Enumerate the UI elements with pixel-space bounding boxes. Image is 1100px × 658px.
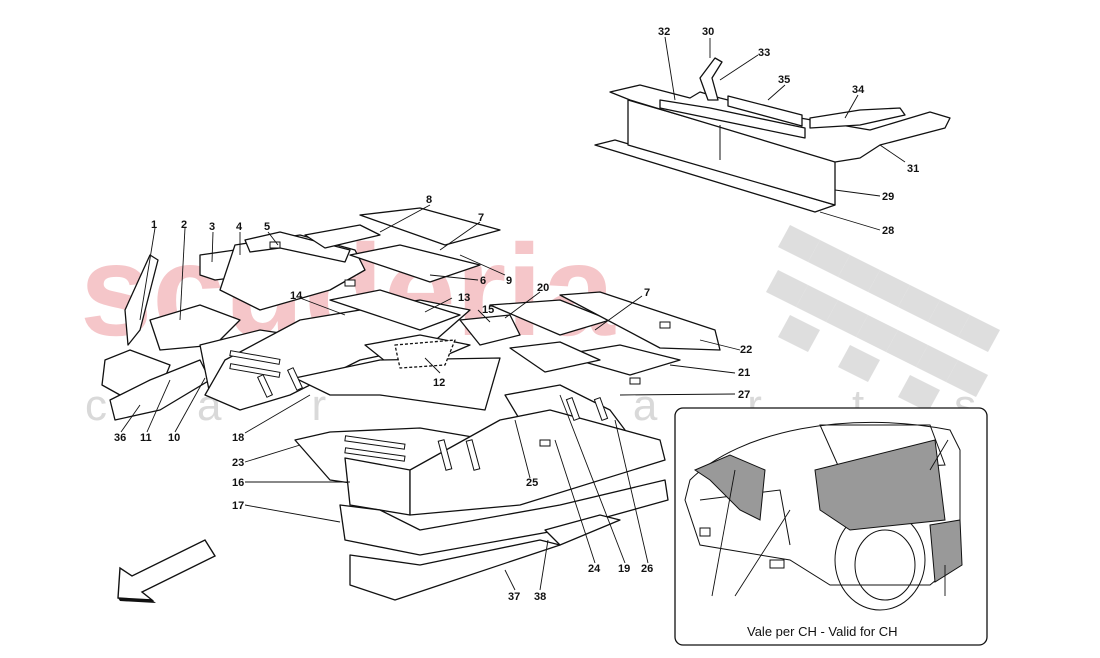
part-13 <box>329 289 461 331</box>
part-33 <box>699 57 723 101</box>
part-6 <box>349 244 481 283</box>
callout-15: 15 <box>482 304 494 316</box>
callout-31: 31 <box>907 163 919 175</box>
callout-18: 18 <box>232 432 244 444</box>
callout-13: 13 <box>458 292 470 304</box>
callout-7: 7 <box>478 212 484 224</box>
callout-27: 27 <box>738 389 750 401</box>
callout-23: 23 <box>232 457 244 469</box>
callout-22: 22 <box>740 344 752 356</box>
checkered-flag-icon <box>766 225 1000 412</box>
part-1 <box>124 254 159 346</box>
callout-32: 32 <box>658 26 670 38</box>
callout-10: 10 <box>168 432 180 444</box>
direction-arrow-icon <box>117 539 217 603</box>
callout-36: 36 <box>114 432 126 444</box>
callout-4: 4 <box>236 221 243 233</box>
callout-17: 17 <box>232 500 244 512</box>
part-17 <box>339 479 669 556</box>
callout-3: 3 <box>209 221 215 233</box>
callout-26: 26 <box>641 563 653 575</box>
floor-insulation-assembly <box>101 207 721 601</box>
vent-slots <box>229 241 671 471</box>
callout-14: 14 <box>290 290 303 302</box>
part-8 <box>304 224 381 249</box>
part-22 <box>559 291 721 351</box>
part-35 <box>727 95 803 127</box>
rear-bulkhead-assembly <box>594 57 951 213</box>
callout-37: 37 <box>508 591 520 603</box>
callout-38: 38 <box>534 591 546 603</box>
callout-12: 12 <box>433 377 445 389</box>
callout-19: 19 <box>618 563 630 575</box>
part-38 <box>544 514 621 546</box>
callout-2: 2 <box>181 219 187 231</box>
callout-11: 11 <box>140 432 152 444</box>
callout-29: 29 <box>882 191 894 203</box>
part-37 <box>349 539 561 601</box>
inset-box: Vale per CH - Valid for CH <box>674 407 988 646</box>
part-25 <box>409 409 666 516</box>
callout-7b: 7 <box>644 287 650 299</box>
part-18 <box>294 357 501 411</box>
callout-34: 34 <box>852 84 865 96</box>
callout-33: 33 <box>758 47 770 59</box>
part-15 <box>459 314 521 346</box>
callout-9: 9 <box>506 275 512 287</box>
part-5 <box>244 231 351 263</box>
callout-25: 25 <box>526 477 538 489</box>
callout-5: 5 <box>264 221 270 233</box>
callout-8: 8 <box>426 194 432 206</box>
part-34 <box>809 107 906 129</box>
part-21 <box>559 344 681 376</box>
leader-lines <box>120 36 906 591</box>
callout-6: 6 <box>480 275 486 287</box>
callout-28: 28 <box>882 225 894 237</box>
part-plate <box>509 341 601 373</box>
part-11 <box>149 304 241 351</box>
part-32 <box>659 99 806 139</box>
callout-16: 16 <box>232 477 244 489</box>
callout-1: 1 <box>151 219 157 231</box>
part-7-top <box>359 207 501 246</box>
callout-30: 30 <box>702 26 714 38</box>
car-rear-illustration <box>684 421 963 611</box>
callout-24: 24 <box>588 563 601 575</box>
inset-label: Vale per CH - Valid for CH <box>747 624 898 639</box>
callout-21: 21 <box>738 367 750 379</box>
callout-20: 20 <box>537 282 549 294</box>
part-12-hatch <box>394 339 456 369</box>
callout-35: 35 <box>778 74 790 86</box>
